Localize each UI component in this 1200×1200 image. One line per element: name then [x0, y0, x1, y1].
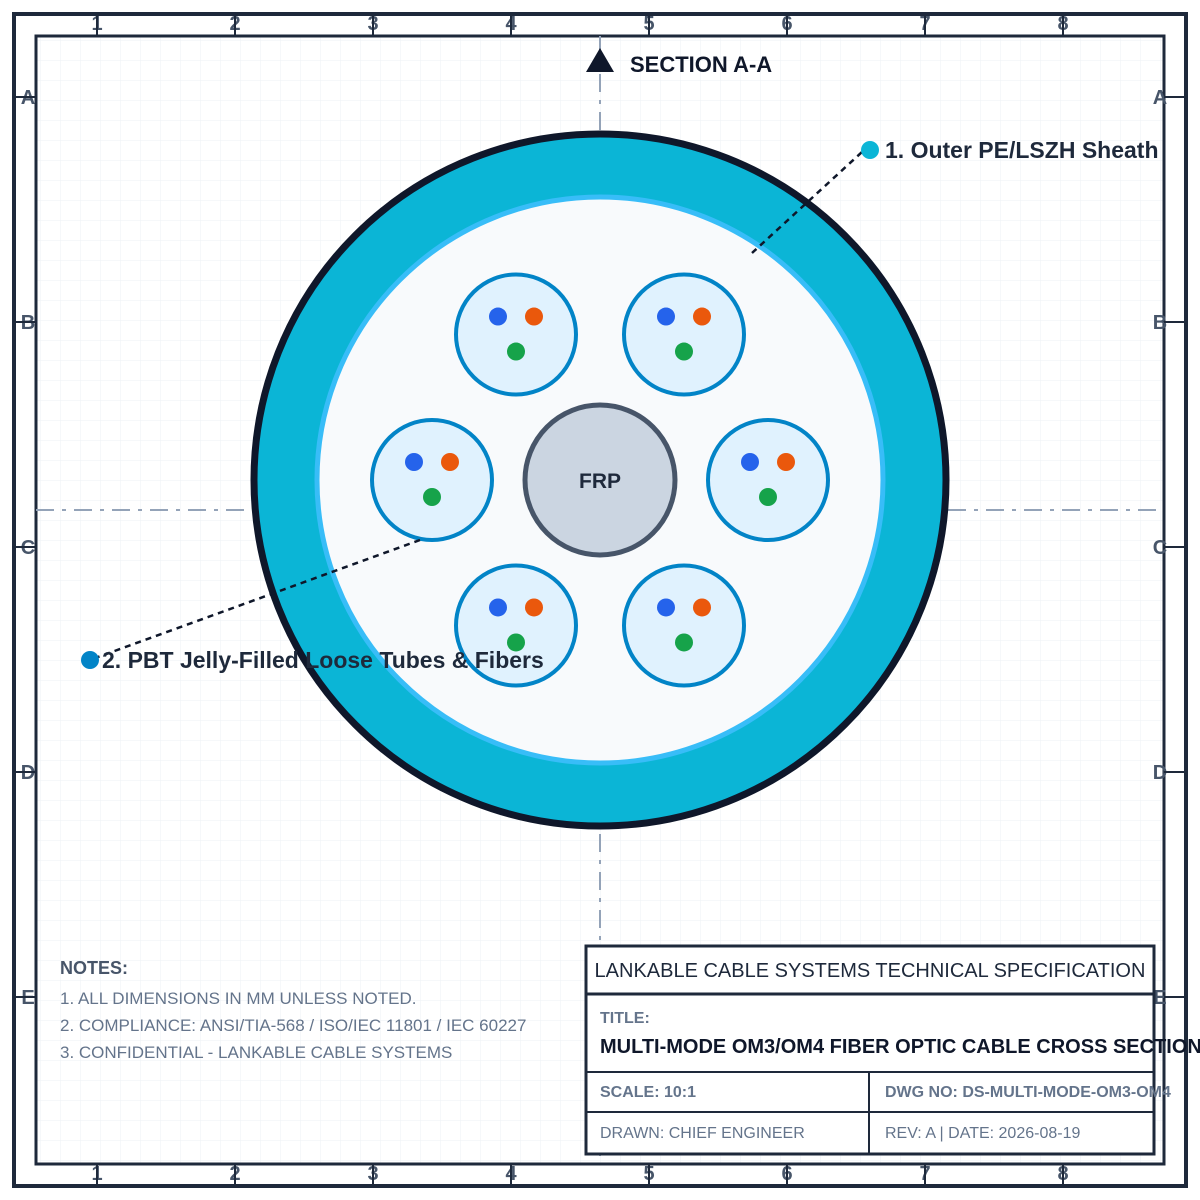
frp-label: FRP	[579, 470, 621, 493]
drawn-by-field: DRAWN: CHIEF ENGINEER	[600, 1125, 805, 1142]
section-arrow-icon	[586, 48, 614, 72]
fiber-blue	[405, 453, 423, 471]
zone-row-label: A	[1153, 87, 1167, 109]
fiber-orange	[777, 453, 795, 471]
title-block: LANKABLE CABLE SYSTEMS TECHNICAL SPECIFI…	[584, 944, 1200, 1156]
fiber-orange	[441, 453, 459, 471]
section-label: SECTION A-A	[630, 52, 772, 77]
fiber-orange	[525, 598, 543, 617]
zone-columns-top: 12345678	[91, 13, 1069, 36]
notes-title: NOTES:	[60, 958, 128, 978]
notes-line: 2. COMPLIANCE: ANSI/TIA-568 / ISO/IEC 11…	[60, 1016, 526, 1035]
cable-cross-section: FRP	[250, 130, 950, 830]
notes-line: 1. ALL DIMENSIONS IN MM UNLESS NOTED.	[60, 989, 416, 1008]
fiber-blue	[489, 307, 507, 326]
callout-sheath-dot	[861, 141, 879, 159]
callout-tubes: 2. PBT Jelly-Filled Loose Tubes & Fibers	[81, 538, 544, 673]
tube-ring	[370, 418, 494, 542]
fiber-green	[423, 488, 441, 506]
loose-tube	[622, 563, 746, 688]
zone-row-label: B	[1153, 312, 1167, 334]
fiber-blue	[489, 598, 507, 617]
drawing-title: MULTI-MODE OM3/OM4 FIBER OPTIC CABLE CRO…	[600, 1036, 1200, 1058]
fiber-blue	[741, 453, 759, 471]
frp-strength-member	[522, 402, 678, 558]
zone-row-label: E	[1153, 987, 1166, 1009]
notes-block: NOTES: 1. ALL DIMENSIONS IN MM UNLESS NO…	[60, 958, 526, 1062]
tube-ring	[454, 272, 578, 397]
fiber-green	[675, 633, 693, 652]
zone-row-label: C	[1153, 537, 1167, 559]
scale-field: SCALE: 10:1	[600, 1084, 696, 1101]
fiber-blue	[657, 598, 675, 617]
callout-tubes-leader	[97, 538, 421, 659]
company-name: LANKABLE CABLE SYSTEMS TECHNICAL SPECIFI…	[595, 960, 1146, 982]
notes-line: 3. CONFIDENTIAL - LANKABLE CABLE SYSTEMS	[60, 1043, 452, 1062]
fiber-orange	[525, 307, 543, 326]
tube-ring	[706, 418, 830, 542]
callout-sheath: 1. Outer PE/LSZH Sheath	[751, 137, 1159, 254]
tube-ring	[622, 563, 746, 688]
fiber-green	[507, 342, 525, 361]
zone-rows-right: A B C D E	[1153, 87, 1186, 1009]
zone-row-label: D	[1153, 762, 1167, 784]
loose-tube	[454, 563, 578, 688]
callout-sheath-leader	[751, 151, 863, 254]
loose-tube	[622, 272, 746, 397]
loose-tube	[706, 418, 830, 542]
zone-columns-bottom: 12345678	[91, 1163, 1069, 1186]
tube-ring	[454, 563, 578, 688]
revision-date-field: REV: A | DATE: 2026-08-19	[885, 1125, 1080, 1142]
callout-tubes-text: 2. PBT Jelly-Filled Loose Tubes & Fibers	[102, 647, 544, 673]
loose-tube	[454, 272, 578, 397]
fiber-orange	[693, 307, 711, 326]
fiber-green	[675, 342, 693, 361]
callout-tubes-dot	[81, 651, 99, 669]
fiber-green	[759, 488, 777, 506]
dwg-number-field: DWG NO: DS-MULTI-MODE-OM3-OM4	[885, 1084, 1171, 1101]
fiber-green	[507, 633, 525, 652]
loose-tubes	[370, 272, 830, 688]
title-label: TITLE:	[600, 1010, 650, 1027]
fiber-orange	[693, 598, 711, 617]
tube-ring	[622, 272, 746, 397]
loose-tube	[370, 418, 494, 542]
fiber-blue	[657, 307, 675, 326]
callout-sheath-text: 1. Outer PE/LSZH Sheath	[885, 137, 1159, 163]
